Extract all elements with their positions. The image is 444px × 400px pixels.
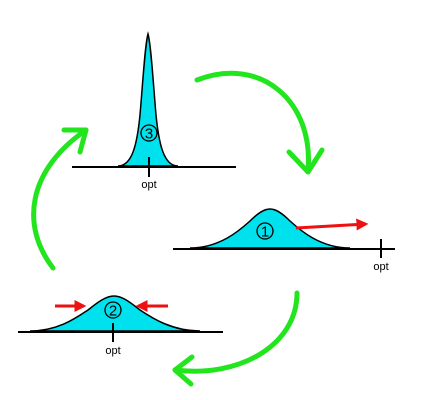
distribution-curve-2 — [29, 295, 201, 332]
stage-3: 3 opt — [72, 31, 236, 191]
cycle-arrow-top-right — [194, 70, 325, 175]
shift-arrow-right — [295, 218, 369, 231]
stage-1: 1 opt — [173, 208, 395, 273]
stage-marker-2 — [104, 301, 122, 319]
distribution-curve-3 — [117, 31, 179, 167]
stage-marker-1 — [256, 222, 274, 240]
opt-label-2: opt — [105, 345, 120, 357]
stage-number-2: 2 — [109, 303, 117, 320]
stage-number-1: 1 — [261, 224, 269, 241]
opt-label-1: opt — [373, 261, 388, 273]
opt-label-3: opt — [141, 179, 156, 191]
stage-number-3: 3 — [145, 126, 153, 143]
cycle-arrow-left — [31, 127, 89, 271]
cycle-arrow-bottom-right — [172, 290, 300, 387]
stage-2: 2 opt — [18, 295, 223, 357]
stage-marker-3 — [140, 124, 158, 142]
distribution-curve-1 — [189, 208, 351, 249]
